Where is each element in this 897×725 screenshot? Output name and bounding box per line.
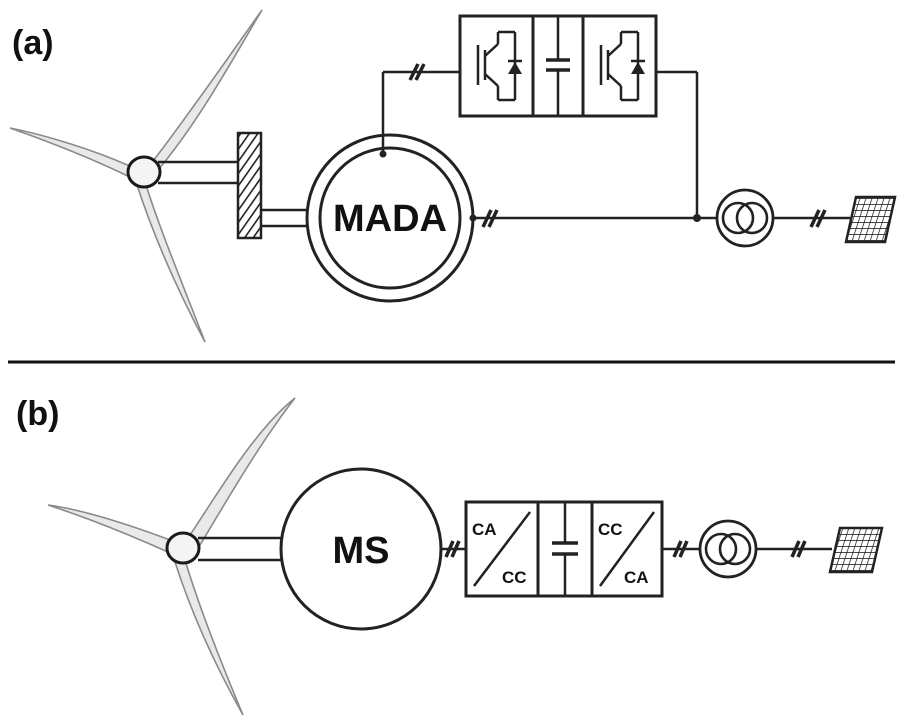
panel-b-label: (b): [16, 395, 59, 433]
blade-icon: [188, 397, 296, 547]
wind-turbine-b: [47, 397, 296, 716]
back-to-back-converter-b: CA CC CC CA: [464, 500, 664, 598]
grid-wiring-a: [469, 70, 718, 228]
blade-icon: [136, 180, 206, 343]
dc-ac-converter-top-label: CC: [598, 520, 623, 539]
mada-machine: MADA: [305, 133, 475, 303]
shaft-b: [198, 536, 282, 562]
gearbox-icon: [236, 131, 263, 240]
panel-b: (b) MS CA CC: [16, 395, 884, 716]
power-grid-icon: [844, 195, 897, 244]
three-phase-mark-icon: [408, 63, 420, 81]
panel-a-label: (a): [12, 24, 54, 62]
back-to-back-converter-a: [458, 14, 658, 118]
blade-icon: [9, 127, 135, 180]
igbt-icon: [476, 30, 522, 102]
three-phase-mark-icon: [481, 209, 493, 228]
capacitor-icon: [546, 16, 570, 116]
ms-machine: MS: [279, 467, 443, 631]
igbt-icon: [599, 30, 645, 102]
dc-ac-converter-bottom-label: CA: [624, 568, 649, 587]
panel-a: (a) MADA: [9, 9, 897, 343]
hub-icon: [126, 155, 162, 189]
three-phase-mark-icon: [444, 540, 455, 558]
rotor-side-converter: [458, 14, 535, 118]
blade-icon: [148, 9, 263, 172]
blade-icon: [47, 504, 171, 554]
transformer-icon: [715, 188, 775, 248]
low-speed-shaft: [158, 160, 238, 185]
capacitor-icon: [552, 502, 578, 596]
three-phase-mark-icon: [790, 540, 801, 558]
wind-turbine-a: [9, 9, 263, 343]
ac-dc-converter-bottom-label: CC: [502, 568, 527, 587]
rotor-wiring: [379, 63, 460, 158]
three-phase-mark-icon: [809, 209, 821, 228]
power-grid-icon: [828, 526, 884, 574]
transformer-icon: [698, 519, 758, 579]
ac-dc-converter-top-label: CA: [472, 520, 497, 539]
grid-side-converter: [581, 14, 658, 118]
hub-icon: [165, 531, 201, 565]
blade-icon: [173, 559, 244, 716]
ms-label: MS: [333, 530, 390, 572]
mada-label: MADA: [333, 198, 447, 240]
three-phase-mark-icon: [672, 540, 683, 558]
